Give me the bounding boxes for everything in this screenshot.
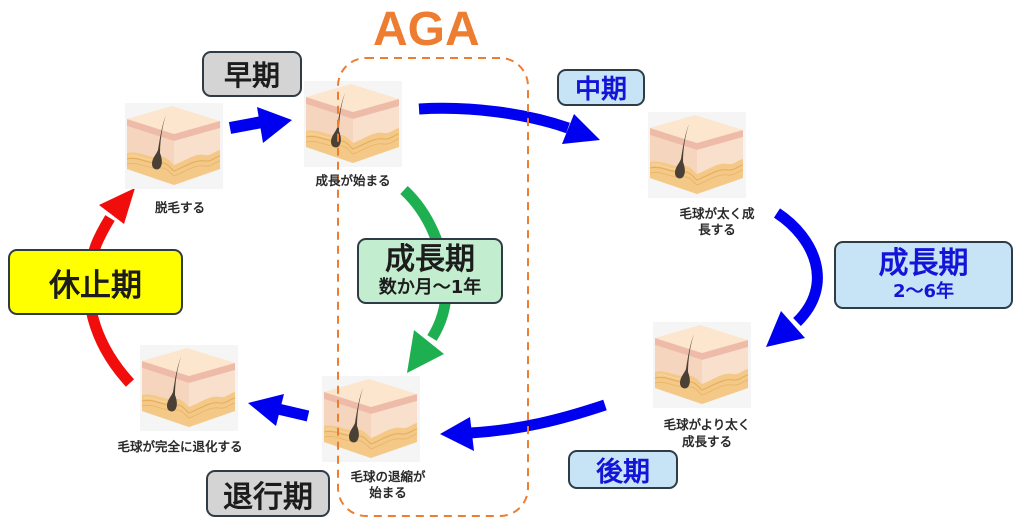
phase-label-middle: 中期 [557,69,645,106]
arrow-shaft [773,208,823,326]
arrow-shaft [228,116,264,134]
skin-hair-follicle-icon [125,103,223,189]
arrow-catagen-to-regressed [248,394,310,426]
phase-label-early: 早期 [202,51,302,97]
stage-caption-bulb-thicker: 毛球がより太く 成長する [664,416,751,450]
phase-label-telogen: 休止期 [8,249,183,315]
arrow-shedding-to-growth-start [228,107,292,143]
stage-caption-shedding: 脱毛する [155,200,205,216]
caption-line: 成長する [681,434,733,449]
skin-hair-follicle-icon [648,112,746,198]
phase-label-text: 退行期 [223,479,313,515]
arrowhead [407,330,444,373]
skin-hair-follicle-icon [304,81,402,167]
caption-line: 脱毛する [154,200,206,215]
aga-region-outline [337,57,529,517]
arrow-middle-to-late [766,208,823,347]
stage-caption-growth-start: 成長が始まる [315,173,390,189]
arrowhead [257,107,292,143]
caption-line: 始まる [369,485,407,500]
skin-hair-follicle-icon [653,322,751,408]
arrowhead [440,417,474,451]
aga-title: AGA [373,3,480,56]
phase-name: 成長期 [385,242,475,277]
arrowhead [562,114,600,144]
phase-label-anagen-normal: 成長期 2〜6年 [834,241,1013,309]
phase-duration: 数か月〜1年 [378,277,482,298]
arrow-shaft [418,102,570,134]
phase-label-text: 早期 [223,59,280,92]
phase-label-catagen: 退行期 [206,470,330,517]
arrowhead [99,188,135,224]
caption-line: 毛球が完全に退化する [117,439,243,454]
stage-caption-bulb-shrinking: 毛球の退縮が 始まる [350,469,425,501]
arrow-shaft [469,399,607,439]
phase-name: 成長期 [878,246,969,281]
phase-label-anagen-aga: 成長期 数か月〜1年 [357,238,503,304]
arrowhead [766,311,805,347]
skin-hair-follicle-icon [322,376,420,462]
arrow-growth-start-to-middle [418,102,600,144]
phase-label-text: 中期 [574,75,627,105]
phase-label-text: 休止期 [49,267,142,304]
stage-caption-bulb-thickens: 毛球が太く成 長する [679,206,754,238]
phase-label-late: 後期 [568,450,678,489]
caption-line: 長する [698,222,736,237]
caption-line: 毛球が太く成 [679,206,755,221]
skin-hair-follicle-icon [140,345,238,431]
phase-label-text: 後期 [596,457,650,488]
caption-line: 毛球の退縮が [350,469,426,484]
arrow-shaft [276,403,310,422]
stage-caption-bulb-regressed: 毛球が完全に退化する [117,439,242,455]
arrowhead [248,394,284,426]
arrow-late-to-catagen [440,399,607,451]
caption-line: 成長が始まる [315,173,391,188]
phase-duration: 2〜6年 [892,281,955,302]
caption-line: 毛球がより太く [663,417,751,432]
